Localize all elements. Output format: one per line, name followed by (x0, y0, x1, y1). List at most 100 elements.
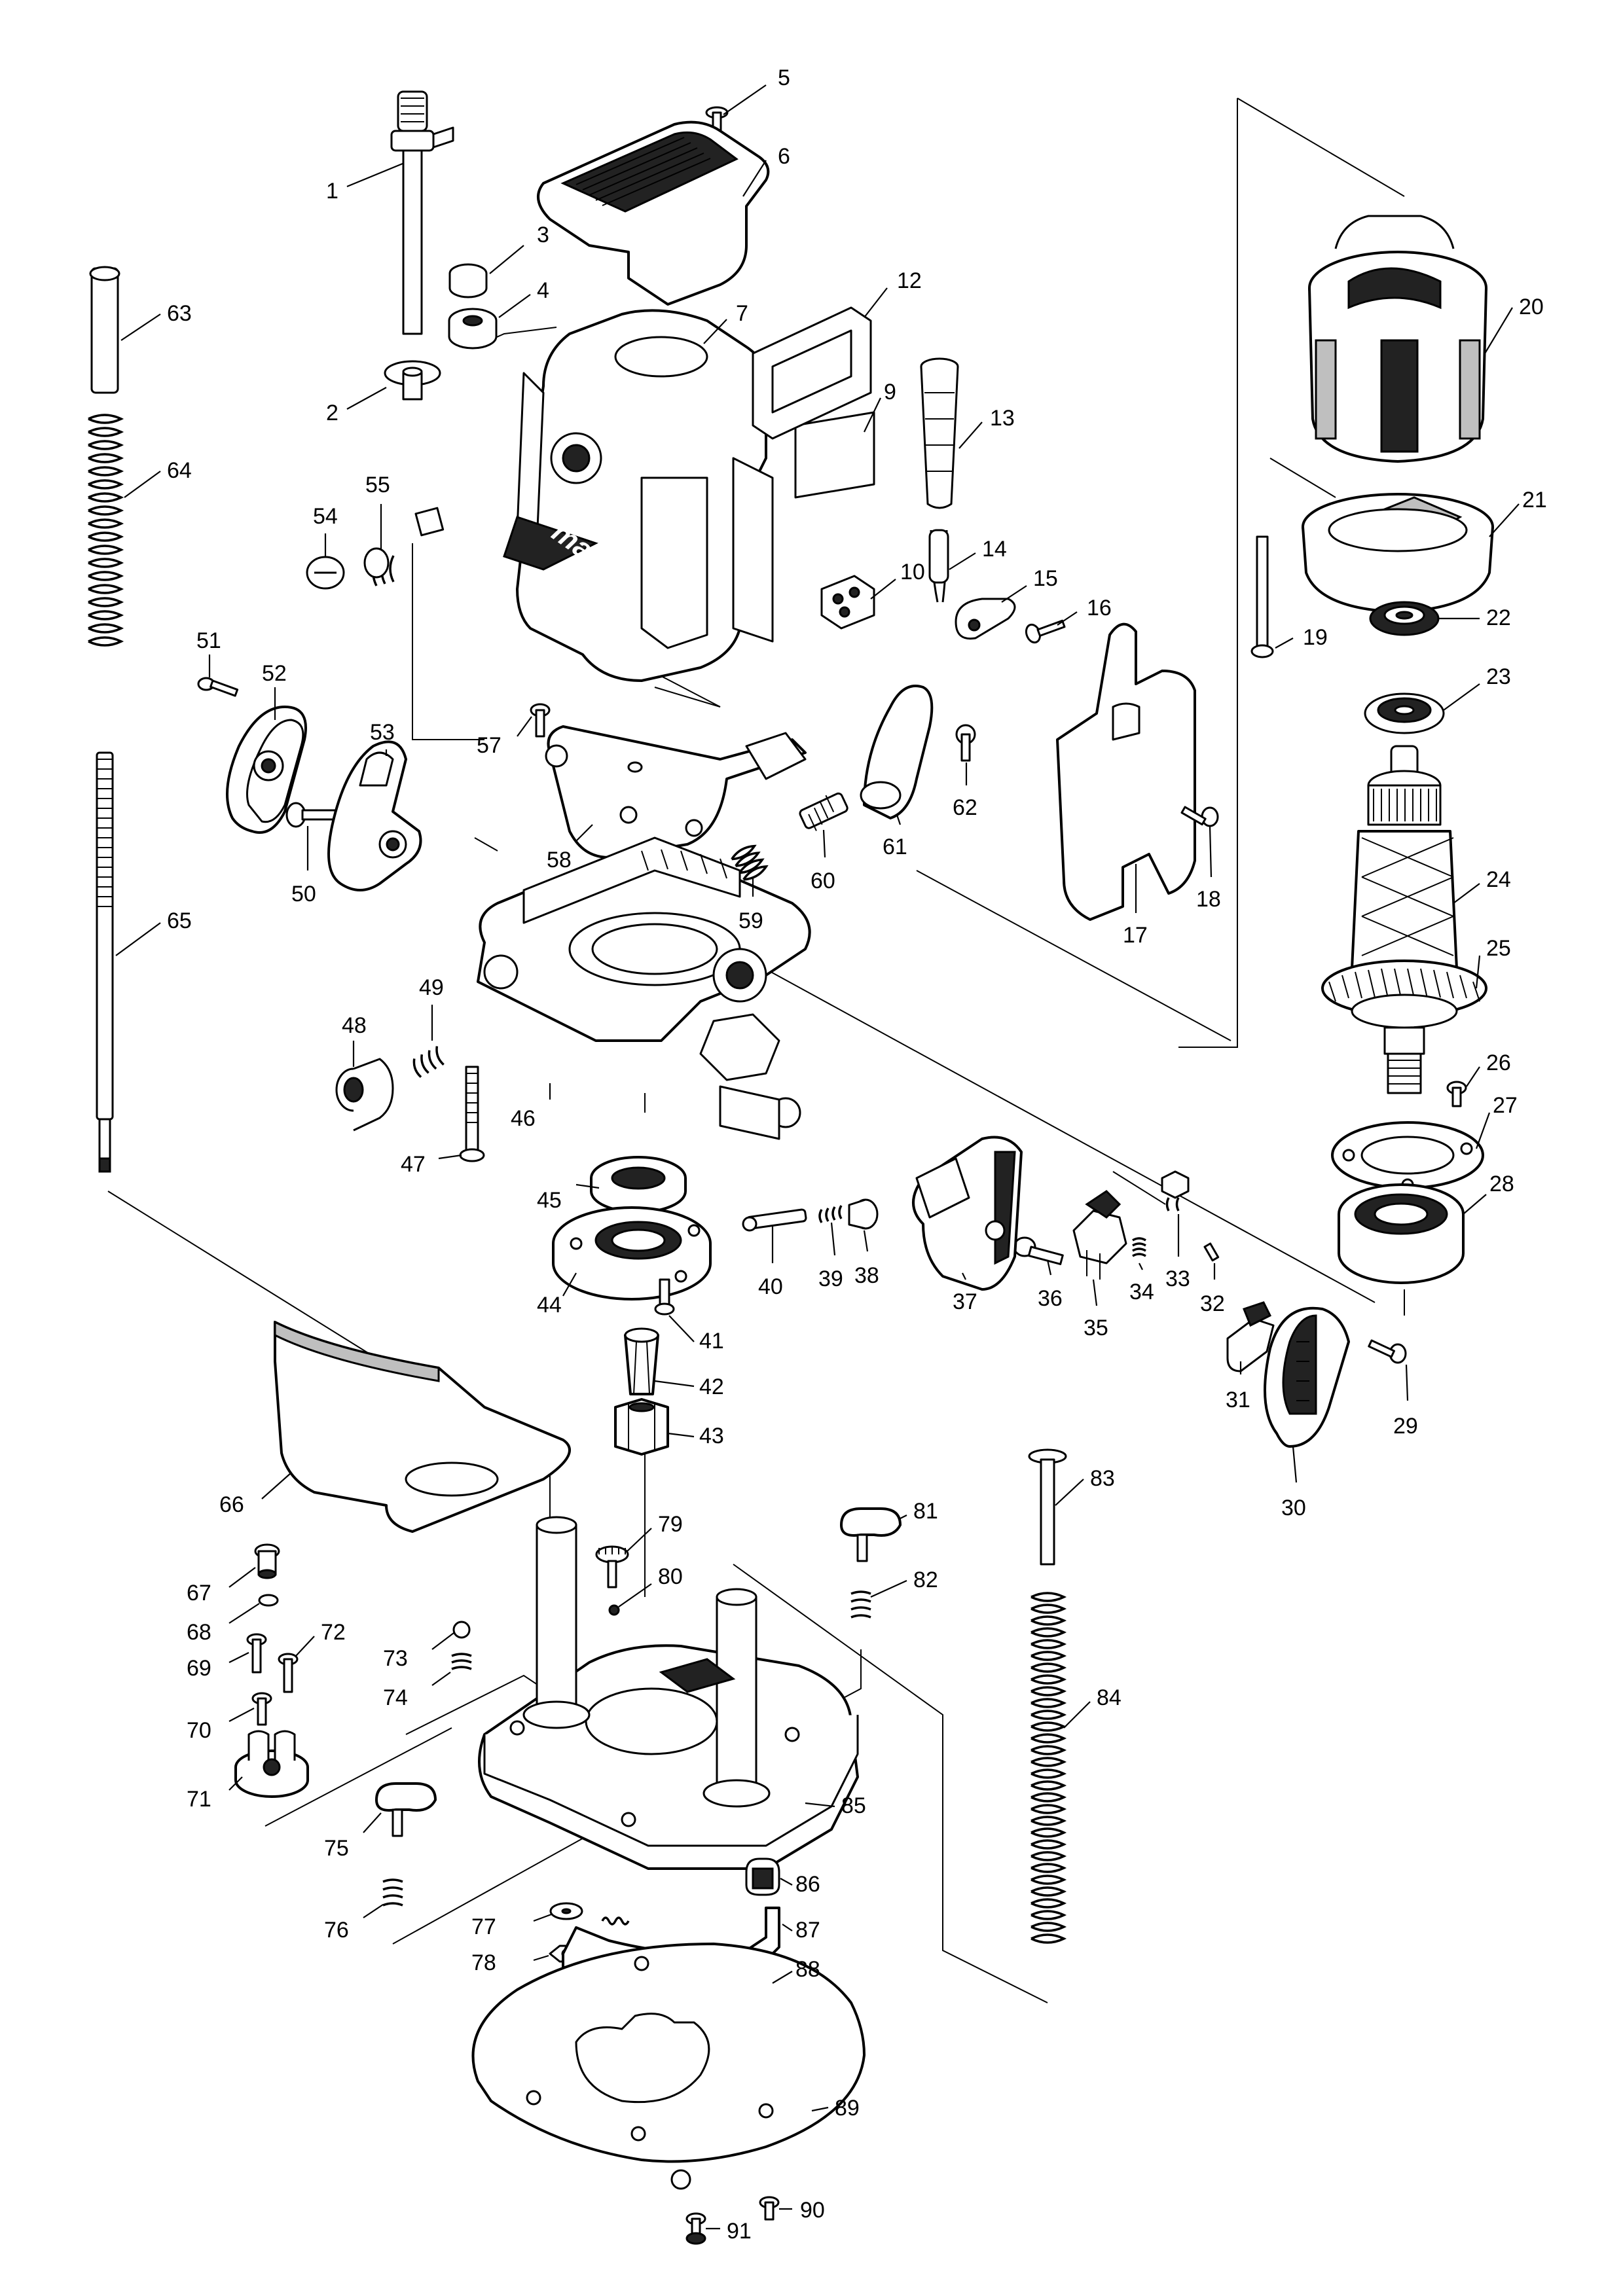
label-45: 45 (537, 1188, 562, 1213)
label-19: 19 (1303, 625, 1328, 650)
label-17: 17 (1123, 923, 1148, 948)
spring-76 (382, 1878, 403, 1907)
wing-bolt-75 (375, 1782, 437, 1837)
label-23: 23 (1486, 664, 1511, 689)
motor-base-46 (477, 836, 811, 1140)
label-36: 36 (1038, 1286, 1063, 1311)
label-1: 1 (326, 179, 338, 204)
screw-50 (285, 802, 337, 828)
label-9: 9 (884, 380, 896, 404)
screw-36 (1013, 1236, 1064, 1265)
handle-53 (327, 740, 422, 891)
label-14: 14 (982, 537, 1007, 562)
label-68: 68 (187, 1620, 211, 1645)
shaft-lock-pin-40 (742, 1208, 807, 1232)
label-41: 41 (699, 1329, 724, 1354)
baffle-plate-21 (1302, 493, 1494, 613)
spring-74 (451, 1653, 472, 1670)
label-4: 4 (537, 278, 549, 303)
label-65: 65 (167, 908, 192, 933)
brush-cap-54 (306, 556, 345, 590)
spring-82 (850, 1590, 871, 1619)
screw-79 (595, 1545, 629, 1588)
label-37: 37 (953, 1289, 977, 1314)
label-27: 27 (1493, 1093, 1518, 1118)
label-67: 67 (187, 1581, 211, 1605)
label-42: 42 (699, 1374, 724, 1399)
part-labels: 1 2 3 4 5 6 7 9 10 12 13 14 15 (115, 65, 1547, 2244)
label-43: 43 (699, 1424, 724, 1448)
field-20 (1308, 215, 1487, 463)
label-48: 48 (342, 1013, 367, 1038)
label-74: 74 (383, 1685, 408, 1710)
screw-67 (254, 1543, 280, 1579)
label-24: 24 (1486, 867, 1511, 892)
label-69: 69 (187, 1656, 211, 1681)
flange-2 (384, 360, 441, 401)
handle-30 (1264, 1306, 1350, 1448)
plate-9 (794, 411, 875, 499)
label-75: 75 (324, 1836, 349, 1861)
label-76: 76 (324, 1918, 349, 1943)
pin-32 (1203, 1242, 1220, 1262)
handle-cover-17 (1056, 622, 1196, 921)
label-7: 7 (736, 301, 748, 326)
label-13: 13 (990, 406, 1015, 431)
collet-nut-43 (614, 1398, 669, 1456)
label-32: 32 (1200, 1291, 1225, 1316)
pin-83 (1028, 1448, 1067, 1566)
label-82: 82 (913, 1568, 938, 1592)
top-cover-6 (537, 120, 770, 306)
label-5: 5 (778, 65, 790, 90)
screw-72 (278, 1653, 299, 1693)
switch-35 (1072, 1190, 1127, 1280)
label-6: 6 (778, 144, 790, 169)
bearing-23 (1364, 692, 1445, 734)
label-29: 29 (1393, 1414, 1418, 1439)
cover-12 (752, 306, 872, 440)
bolt-19 (1250, 535, 1274, 658)
collet-cone-42 (624, 1327, 659, 1395)
screw-51 (197, 677, 239, 697)
cap-38 (848, 1198, 879, 1230)
chip-deflector-66 (274, 1320, 571, 1533)
lead-holder-58 (545, 725, 807, 859)
screw-57 (530, 703, 551, 738)
screw-70 (251, 1692, 272, 1726)
wing-bolt-81 (840, 1507, 902, 1562)
terminal-10 (820, 575, 875, 630)
label-70: 70 (187, 1718, 211, 1743)
label-30: 30 (1281, 1496, 1306, 1520)
label-83: 83 (1090, 1466, 1115, 1491)
screw-41 (654, 1278, 675, 1316)
label-88: 88 (795, 1957, 820, 1982)
label-3: 3 (537, 223, 549, 247)
label-53: 53 (370, 720, 395, 745)
steel-ball-73 (452, 1621, 471, 1639)
label-20: 20 (1519, 295, 1544, 319)
ring-45 (590, 1156, 687, 1213)
label-63: 63 (167, 301, 192, 326)
nut-4 (448, 308, 498, 350)
fan-25 (1321, 960, 1487, 1094)
label-61: 61 (883, 834, 907, 859)
label-12: 12 (897, 268, 922, 293)
carbon-brush-33 (1161, 1170, 1190, 1211)
label-50: 50 (291, 882, 316, 906)
cord-14 (928, 529, 949, 603)
switch-lever-31 (1226, 1301, 1275, 1372)
label-35: 35 (1084, 1316, 1108, 1340)
screw-26 (1446, 1081, 1467, 1107)
bearing-22 (1369, 601, 1440, 636)
label-57: 57 (477, 733, 501, 758)
base-plate-89 (471, 1943, 866, 2190)
label-85: 85 (841, 1793, 866, 1818)
spring-49 (412, 1046, 445, 1078)
label-62: 62 (953, 795, 977, 820)
label-34: 34 (1129, 1280, 1154, 1304)
knob-86 (745, 1857, 780, 1896)
label-25: 25 (1486, 936, 1511, 961)
pipe-63 (89, 266, 120, 394)
label-87: 87 (795, 1918, 820, 1943)
